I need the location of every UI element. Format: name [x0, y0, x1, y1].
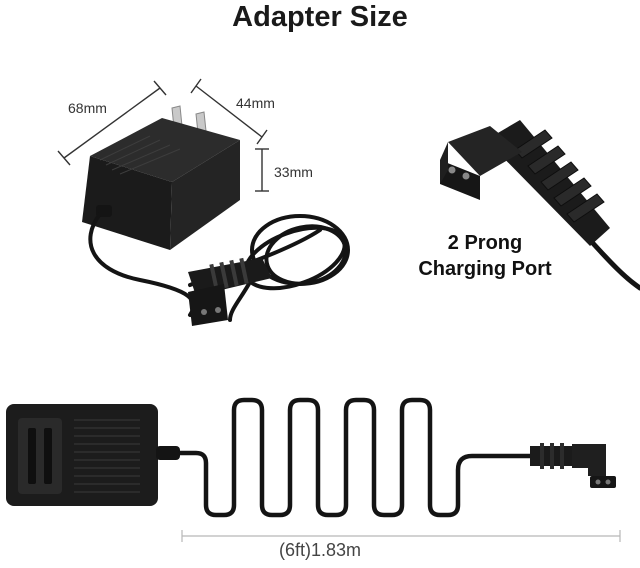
zigzag-cable [177, 397, 533, 518]
port-callout-line1: 2 Prong [447, 232, 523, 254]
cable-length-line [181, 530, 621, 542]
charging-port-closeup [440, 120, 640, 291]
dimension-length-label: 68mm [68, 100, 107, 116]
dimension-width-label: 44mm [236, 95, 275, 111]
cable-plug-bottom [530, 443, 616, 488]
dimension-height-label: 33mm [274, 164, 313, 180]
cable-length-label: (6ft)1.83m [278, 540, 362, 560]
port-callout-line2: Charging Port [418, 258, 552, 280]
cable-plug-small [188, 257, 272, 326]
dimension-lines [57, 78, 269, 192]
page-title: Adapter Size [232, 1, 408, 33]
adapter-top-view [82, 105, 240, 250]
adapter-flat-view [6, 404, 180, 506]
port-callout: 2 Prong Charging Port [400, 230, 570, 282]
